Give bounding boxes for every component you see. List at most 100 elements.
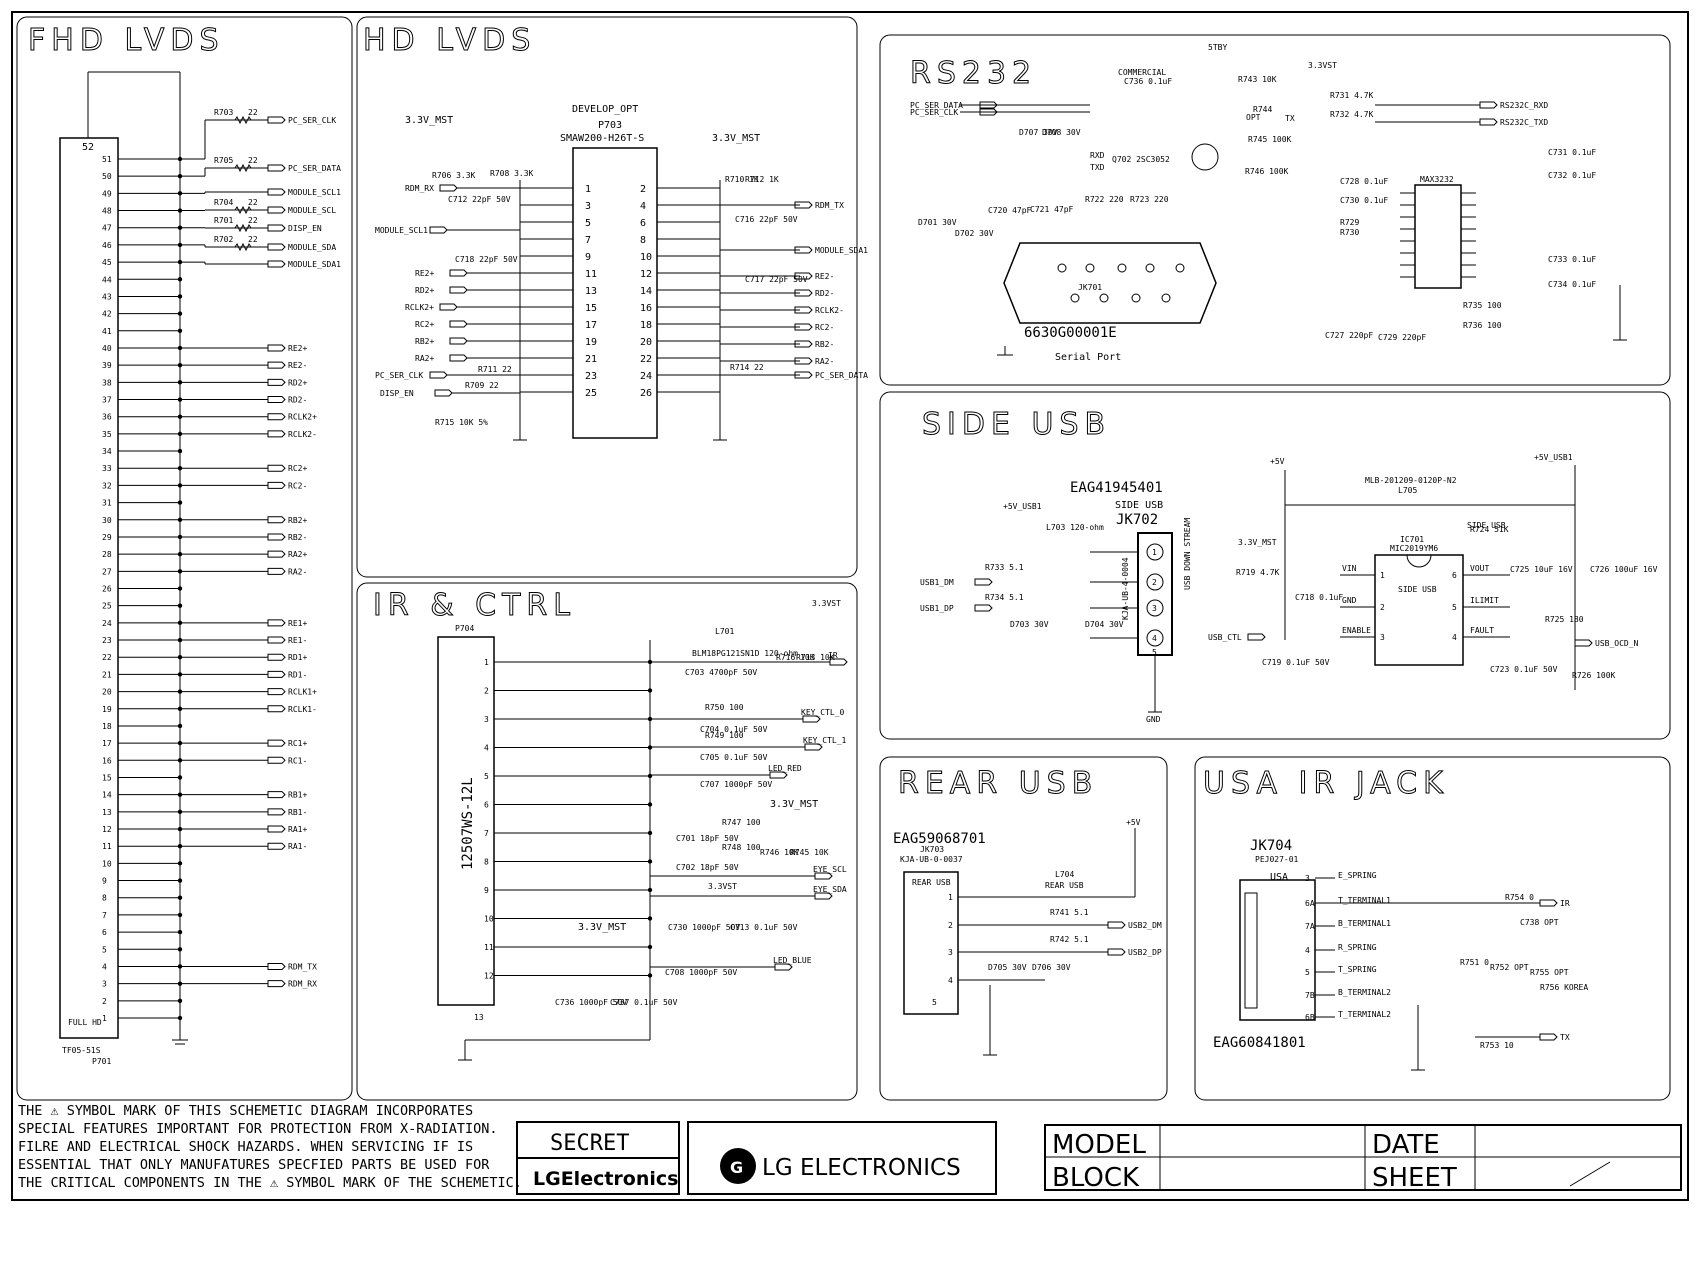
- net-port-icon: [1574, 639, 1593, 647]
- fhd-pin-number: 11: [102, 842, 112, 851]
- hd-conn-part: SMAW200-H26T-S: [560, 133, 644, 144]
- rear-usb-part-label: R742 5.1: [1050, 935, 1089, 944]
- hd-part-label: C712 22pF 50V: [448, 195, 511, 204]
- rs232-title: RS232: [910, 56, 1037, 91]
- net-port-icon: [267, 653, 286, 661]
- junction-dot: [177, 603, 183, 608]
- usa-ir-pin-net: E_SPRING: [1338, 871, 1377, 880]
- fhd-pin-number: 47: [102, 224, 112, 233]
- side-usb-jack-name: SIDE USB: [1115, 500, 1163, 511]
- rear-usb-pin: 3: [948, 948, 953, 957]
- fhd-lvds-net: RC1+: [288, 739, 307, 748]
- rs232-input-net: PC_SER_DATA: [910, 101, 963, 110]
- side-usb-jack-caption: USB DOWN STREAM: [1183, 518, 1192, 590]
- fhd-pin-number: 2: [102, 997, 107, 1006]
- hd-left-net: DISP_EN: [380, 389, 414, 398]
- fhd-lvds-net: RA2+: [288, 550, 307, 559]
- fhd-lvds-net: RB1+: [288, 791, 307, 800]
- ir-net-key0: KEY_CTL_0: [801, 708, 845, 717]
- rear-usb-part-label: D705 30V: [988, 963, 1027, 972]
- fhd-pin-number: 40: [102, 344, 112, 353]
- fhd-pin-number: 39: [102, 361, 112, 370]
- fhd-pin-number: 22: [102, 653, 112, 662]
- net-port-icon: [267, 791, 286, 799]
- hd-right-net: RC2-: [815, 323, 834, 332]
- hd-left-pin: 1: [585, 184, 591, 195]
- rear-usb-pin: 4: [948, 976, 953, 985]
- sheet-border: [11, 11, 1689, 1201]
- side-usb-part-label: R725 180: [1545, 615, 1584, 624]
- usa-ir-part-label: R754 0: [1505, 893, 1534, 902]
- block-label: BLOCK: [1052, 1163, 1140, 1193]
- net-port-icon: [439, 184, 458, 192]
- ir-part-label: R713 10K: [796, 653, 835, 662]
- rear-usb-l704: L704: [1055, 870, 1074, 879]
- rs232-part-label: C727 220pF: [1325, 331, 1373, 340]
- net-port-icon: [267, 188, 286, 196]
- resistor-icon: [234, 205, 252, 215]
- net-port-icon: [974, 578, 993, 586]
- rs232-opt: OPT: [1246, 113, 1261, 122]
- fhd-pin-number: 5: [102, 945, 107, 954]
- net-port-icon: [1479, 101, 1498, 109]
- side-usb-part-label: D704 30V: [1085, 620, 1124, 629]
- net-port-icon: [1247, 633, 1266, 641]
- usa-ir-part-label: C738 OPT: [1520, 918, 1559, 927]
- usa-ir-part-label: R753 10: [1480, 1041, 1514, 1050]
- fhd-pin-number: 9: [102, 877, 107, 886]
- rs232-serial-port-jk701: [1003, 242, 1217, 324]
- hd-left-pin: 15: [585, 303, 597, 314]
- junction-dot: [177, 895, 183, 900]
- fhd-pin-number: 51: [102, 155, 112, 164]
- side-usb-ic-pin-name: VIN: [1342, 564, 1357, 573]
- ir-part-label: R750 100: [705, 703, 744, 712]
- rear-usb-v5: +5V: [1126, 818, 1141, 827]
- hd-right-net: RE2-: [815, 272, 834, 281]
- usa-ir-pin-net: T_TERMINAL2: [1338, 1010, 1391, 1019]
- net-port-icon: [794, 246, 813, 254]
- hd-lvds-title: HD LVDS: [363, 23, 536, 58]
- ir-conn-ref: P704: [455, 624, 474, 633]
- net-port-icon: [1539, 1033, 1558, 1041]
- usa-ir-part-label: R756 KOREA: [1540, 983, 1588, 992]
- resistor-icon: [234, 242, 252, 252]
- rs232-transistor-q702: [1191, 143, 1219, 171]
- fhd-net-label: DISP_EN: [288, 224, 322, 233]
- net-port-icon: [814, 892, 833, 900]
- side-usb-ic-pin-name: ILIMIT: [1470, 596, 1499, 605]
- rear-usb-pin: 1: [948, 893, 953, 902]
- usa-ir-pin-net: T_TERMINAL1: [1338, 896, 1391, 905]
- net-port-icon: [267, 705, 286, 713]
- ir-part-label: C736 1000pF 50V: [555, 998, 627, 1007]
- fhd-pin-number: 4: [102, 962, 107, 971]
- rear-usb-jack-part: KJA-UB-0-0037: [900, 855, 963, 864]
- fhd-pin-number: 41: [102, 327, 112, 336]
- net-port-icon: [267, 224, 286, 232]
- side-usb-v5: +5V: [1270, 457, 1285, 466]
- junction-dot: [177, 929, 183, 935]
- fhd-pin-number: 29: [102, 533, 112, 542]
- fhd-lvds-net: RB2-: [288, 533, 307, 542]
- safety-notice-line: THE ⚠ SYMBOL MARK OF THIS SCHEMETIC DIAG…: [18, 1103, 473, 1119]
- fhd-net-resistor-value: 22: [248, 198, 258, 207]
- net-port-icon: [449, 320, 468, 328]
- usa-ir-pin: 7B: [1305, 991, 1315, 1000]
- safety-notice-line: SPECIAL FEATURES IMPORTANT FOR PROTECTIO…: [18, 1121, 498, 1137]
- fhd-pin-number: 15: [102, 773, 112, 782]
- net-port-icon: [267, 378, 286, 386]
- hd-left-net: RD2+: [415, 286, 434, 295]
- rear-usb-jack-jk703: [903, 871, 959, 1015]
- ir-part-label: C730 1000pF 50V: [668, 923, 740, 932]
- side-usb-part-label: R726 100K: [1572, 671, 1616, 680]
- fhd-pin-number: 46: [102, 241, 112, 250]
- net-port-icon: [794, 201, 813, 209]
- hd-left-pin: 23: [585, 371, 597, 382]
- junction-dot: [177, 500, 183, 505]
- fhd-pin-number: 1: [102, 1014, 107, 1023]
- rs232-part-label: C729 220pF: [1378, 333, 1426, 342]
